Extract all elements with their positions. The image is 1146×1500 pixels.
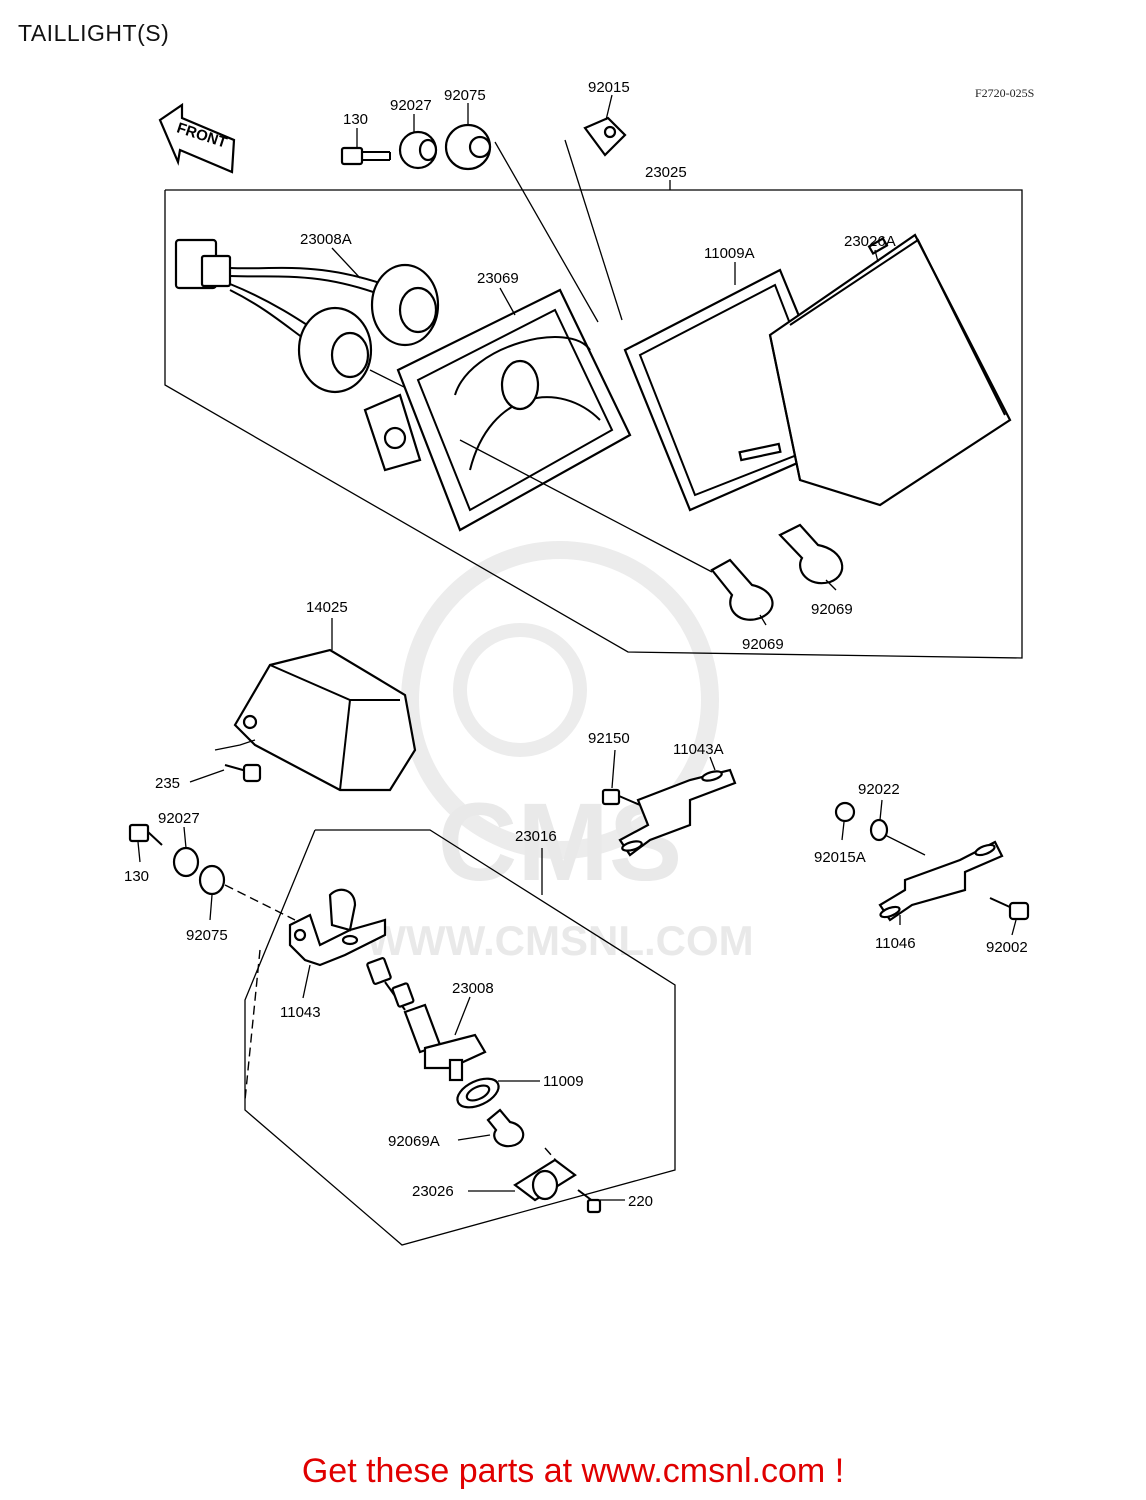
cover-14025 [233,648,417,792]
bolt-130-bottom [128,823,163,846]
label-23016: 23016 [515,828,557,845]
bracket-11046 [878,840,1004,922]
label-92002: 92002 [986,939,1028,956]
label-23008A: 23008A [300,231,352,248]
label-23008: 23008 [452,980,494,997]
assembly-frame-23016 [244,829,676,1246]
label-11046: 11046 [875,935,916,952]
label-92069-right: 92069 [811,601,853,618]
bolt-92150 [601,788,641,806]
label-23069: 23069 [477,270,519,287]
gasket-11009 [456,1077,500,1109]
nut-92015 [583,116,627,157]
screw-220 [577,1189,602,1214]
label-92027-bottom: 92027 [158,810,200,827]
label-92022: 92022 [858,781,900,798]
label-235: 235 [155,775,180,792]
label-92069A: 92069A [388,1133,440,1150]
lens-23026 [513,1158,577,1202]
page-title: TAILLIGHT(S) [18,20,170,46]
washer-92022 [869,818,889,842]
screw-235 [224,763,262,783]
label-92069-left: 92069 [742,636,784,653]
label-92015: 92015 [588,79,630,96]
label-11009A: 11009A [704,245,755,262]
label-92075-top: 92075 [444,87,486,104]
bulb-92069-right [778,523,844,585]
collar-92027-bottom [172,846,200,878]
label-23025: 23025 [645,164,687,181]
lens-23026A [768,233,1012,507]
label-92150: 92150 [588,730,630,747]
label-130-bottom: 130 [124,868,149,885]
grommet-92075-bottom [198,864,226,896]
socket-23008 [366,957,487,1082]
bolt-130-top [340,146,391,166]
bulb-92069-left [710,558,774,621]
bracket-11043A [618,768,737,857]
label-11043: 11043 [280,1004,321,1021]
label-130-top: 130 [343,111,368,128]
bracket-11043 [288,888,387,967]
label-11009: 11009 [543,1073,584,1090]
collar-92027-top [398,130,438,170]
assembly-frame-23025 [164,180,1023,659]
housing-23069 [363,288,632,532]
bulb-92069A [486,1108,525,1148]
wire-harness-23008A [174,238,440,394]
diagram-reference-code: F2720-025S [975,86,1035,100]
label-14025: 14025 [306,599,348,616]
label-220: 220 [628,1193,653,1210]
front-arrow-icon: FRONT [158,102,236,174]
footer-shop-link[interactable]: Get these parts at www.cmsnl.com ! [301,1452,845,1490]
label-11043A: 11043A [673,741,724,758]
part-labels: 130 92027 92075 92015 23025 23008A 23069… [124,79,1028,1210]
label-23026: 23026 [412,1183,454,1200]
leader-lines [137,94,1017,1201]
nut-92015A [834,801,856,823]
watermark-url: WWW.CMSNL.COM [366,917,753,964]
label-92015A: 92015A [814,849,866,866]
bolt-92002 [989,897,1030,921]
grommet-92075-top [444,123,492,171]
label-92027-top: 92027 [390,97,432,114]
label-92075-bottom: 92075 [186,927,228,944]
label-23026A: 23026A [844,233,896,250]
